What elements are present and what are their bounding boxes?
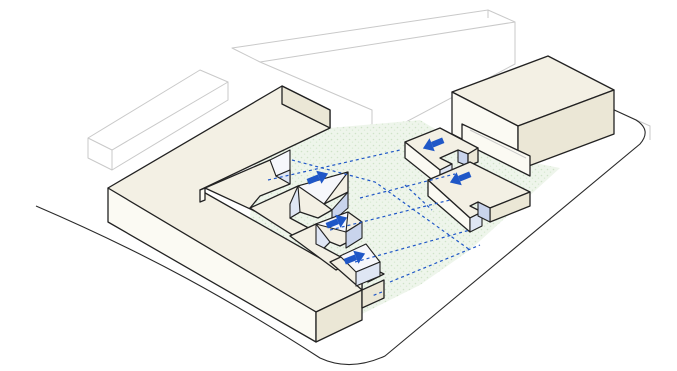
stepped-blocks-east (404, 127, 531, 233)
path-east-west-2 (359, 173, 456, 199)
path-east-west-3 (329, 199, 451, 231)
path-link (404, 184, 433, 211)
circulation-paths (267, 149, 481, 297)
l-shaped-block (107, 85, 363, 343)
direction-arrows (306, 137, 472, 265)
site-boundary (35, 107, 646, 366)
path-north-south (291, 159, 471, 251)
arrow-down-left-icon (422, 137, 445, 152)
arrow-up-right-icon (343, 250, 366, 265)
path-east-west-4 (354, 229, 471, 263)
context-building-north (231, 9, 516, 141)
context-buildings (87, 9, 651, 171)
arrow-down-left-icon (449, 171, 472, 186)
arrow-up-right-icon (325, 214, 348, 229)
path-east-west-1 (267, 149, 401, 181)
box-building-northeast (451, 55, 615, 177)
path-diagonal (371, 244, 481, 297)
context-building-west (87, 69, 229, 171)
arrow-up-right-icon (306, 170, 329, 185)
